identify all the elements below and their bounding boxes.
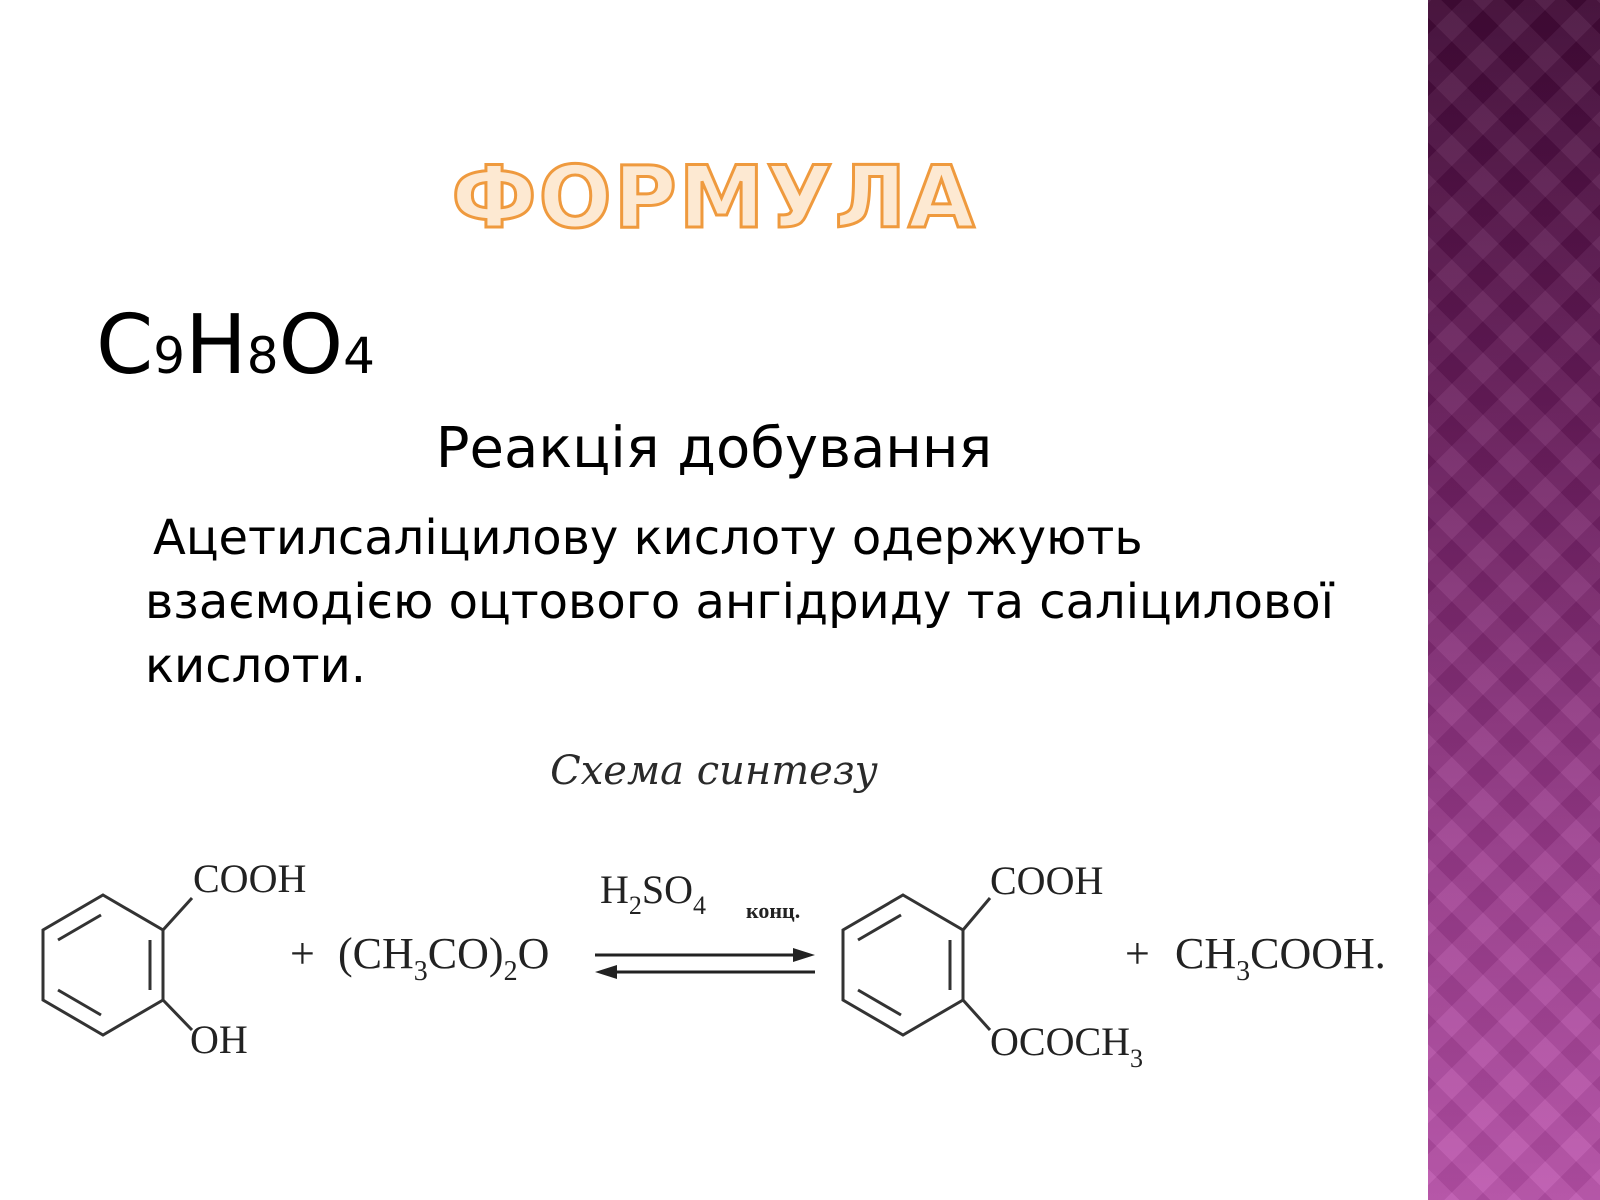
formula-h: H <box>185 298 247 393</box>
decorative-side-band <box>1428 0 1600 1200</box>
product-cooh: COOH <box>990 858 1103 903</box>
equilibrium-arrows <box>595 948 815 979</box>
acetic-acid: CH3COOH. <box>1175 929 1386 987</box>
plus-sign-1: + <box>290 929 315 978</box>
aspirin-ring <box>841 893 992 1037</box>
product-ococh3: OCOCH3 <box>990 1019 1143 1073</box>
description-paragraph: Ацетилсаліцилову кислоту одержують взаєм… <box>145 510 1334 694</box>
section-subtitle: Реакція добування <box>435 416 993 481</box>
formula-h-count: 8 <box>246 327 279 385</box>
formula-o-count: 4 <box>343 327 375 385</box>
reaction-scheme: COOH OH + (CH3CO)2O H2SO4 конц. COOH OCO… <box>41 856 1386 1073</box>
catalyst-label: H2SO4 <box>600 867 706 920</box>
plus-sign-2: + <box>1125 929 1150 978</box>
reactant-cooh: COOH <box>193 856 306 901</box>
reactant-oh: OH <box>190 1017 248 1062</box>
scheme-caption: Схема синтезу <box>550 748 878 794</box>
molecular-formula: C9H8O4 <box>96 298 375 393</box>
formula-c-count: 9 <box>153 327 186 385</box>
formula-c: C <box>96 298 154 393</box>
acetic-anhydride: (CH3CO)2O <box>338 929 549 987</box>
slide-title: ФОРМУЛА <box>450 147 977 250</box>
formula-o: O <box>278 298 344 393</box>
catalyst-note: конц. <box>746 898 800 923</box>
salicylic-acid-ring <box>41 893 194 1037</box>
